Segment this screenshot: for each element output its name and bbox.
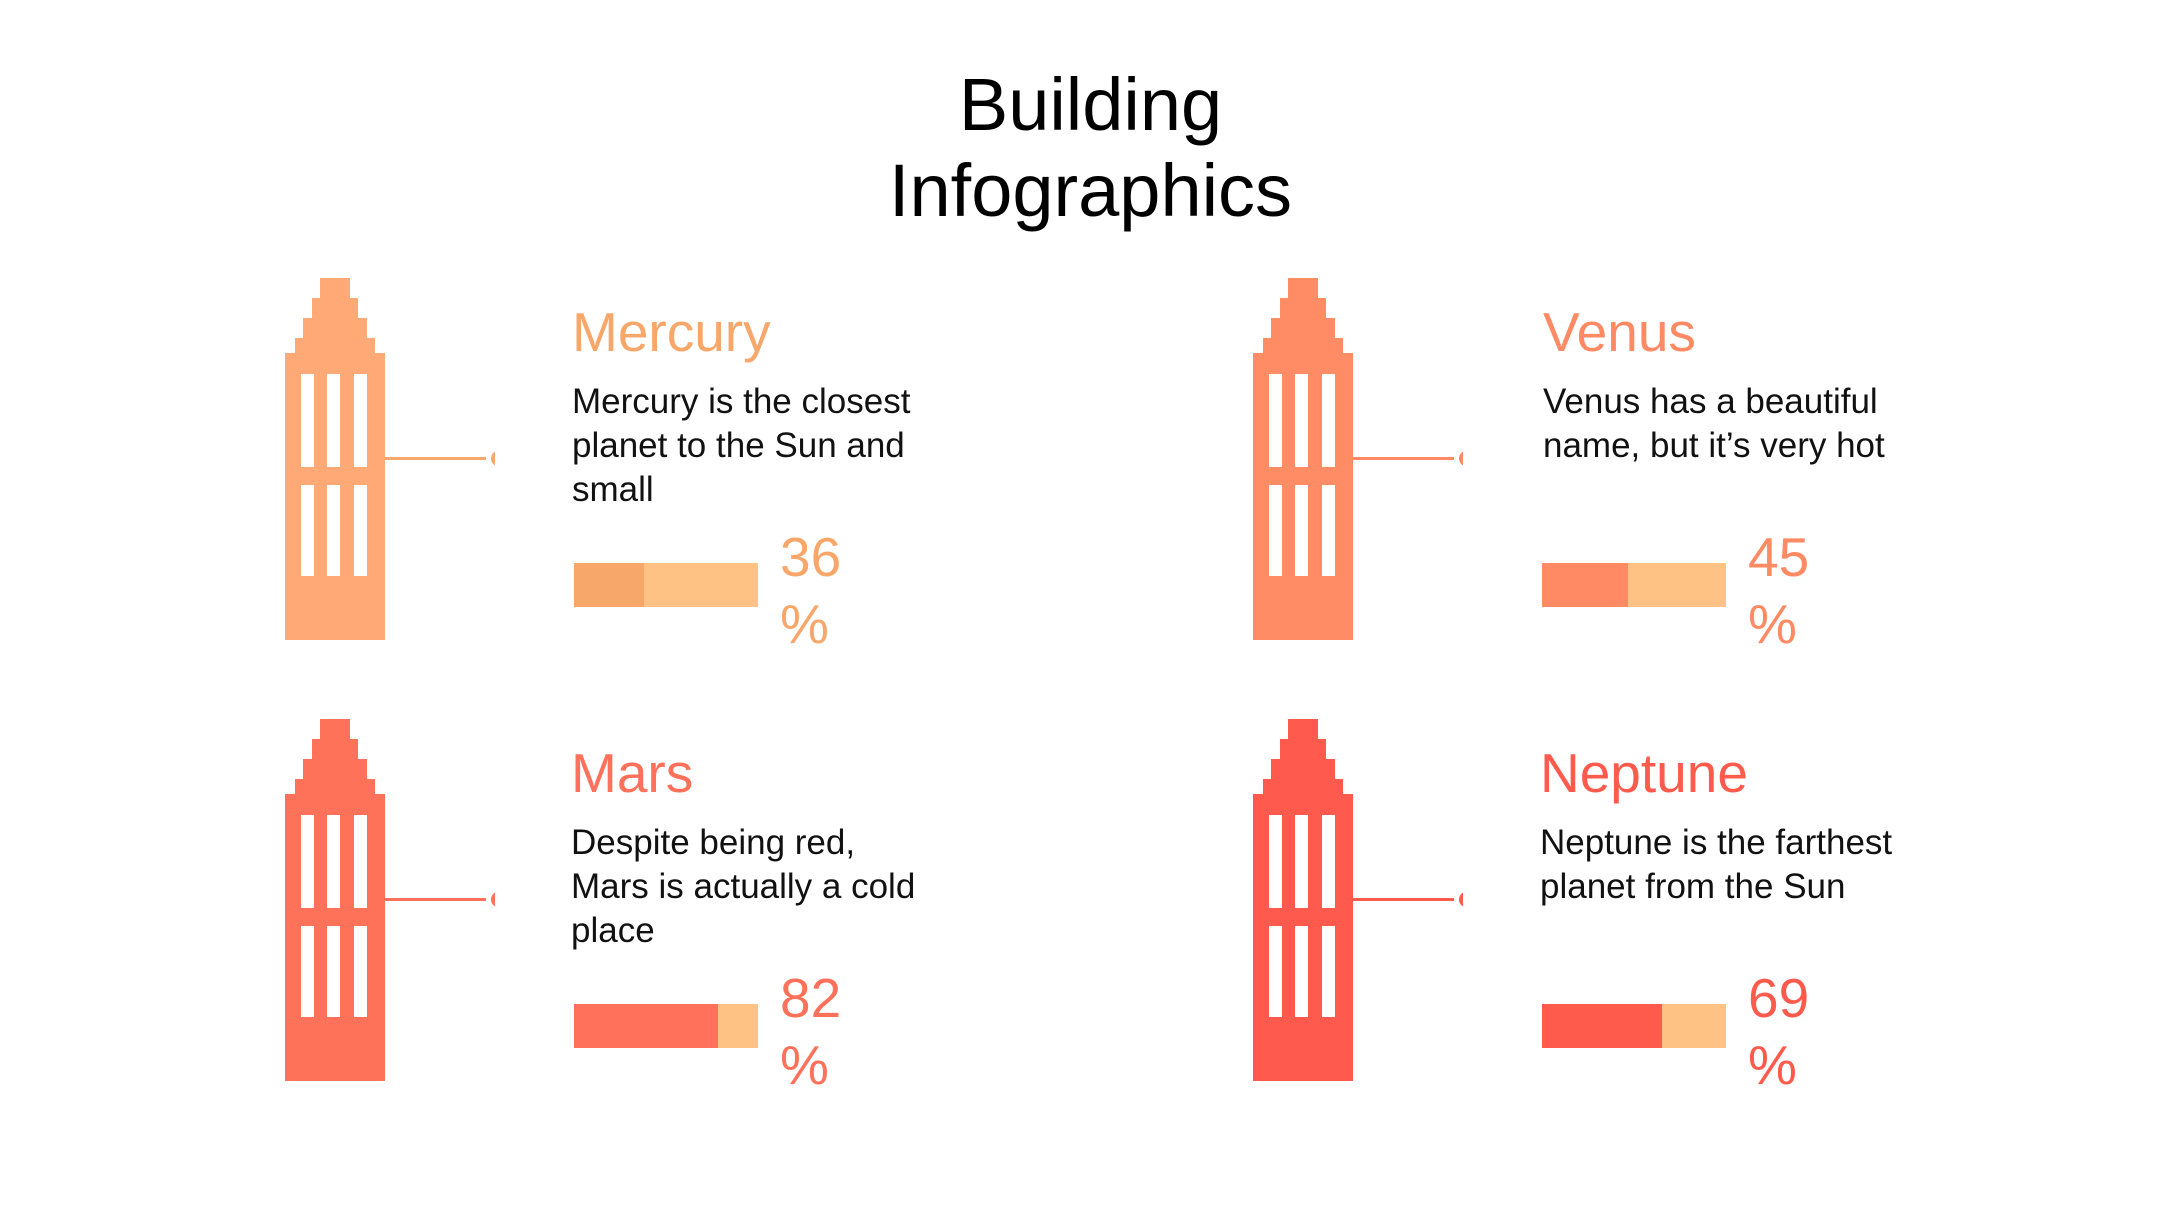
planet-description: Venus has a beautiful name, but it’s ver… [1543, 382, 1885, 465]
progress-bar-fill [574, 563, 644, 607]
building-icon [285, 278, 495, 640]
planet-name: Mercury [572, 301, 771, 363]
percent-sign: % [1748, 593, 1797, 655]
slide-title: Building Infographics [0, 62, 2160, 234]
building-icon [1253, 719, 1463, 1081]
planet-description: Despite being red, Mars is actually a co… [571, 823, 916, 950]
title-line-2: Infographics [888, 149, 1293, 232]
progress-bar-fill [1542, 1004, 1662, 1048]
progress-bar [1542, 563, 1726, 607]
percent-value: 36 [780, 526, 842, 588]
planet-name: Venus [1543, 301, 1696, 363]
planet-description: Neptune is the farthest planet from the … [1540, 823, 1893, 906]
building-icon [285, 719, 495, 1081]
card-venus: Venus Venus has a beautiful name, but it… [1253, 278, 2160, 655]
card-mars: Mars Despite being red, Mars is actually… [285, 719, 1285, 1096]
percent-sign: % [780, 1034, 829, 1096]
card-mercury: Mercury Mercury is the closest planet to… [285, 278, 1285, 655]
percent-label: 69 % [1748, 965, 1828, 1099]
planet-description: Mercury is the closest planet to the Sun… [572, 382, 911, 509]
percent-label: 45 % [1748, 524, 1828, 658]
card-neptune: Neptune Neptune is the farthest planet f… [1253, 719, 2160, 1096]
progress-bar [574, 563, 758, 607]
percent-sign: % [1748, 1034, 1797, 1096]
connector-dot [491, 451, 495, 466]
building-icon [1253, 278, 1463, 640]
percent-value: 45 [1748, 526, 1810, 588]
progress-bar [1542, 1004, 1726, 1048]
progress-bar-fill [574, 1004, 718, 1048]
planet-name: Mars [571, 742, 694, 804]
percent-sign: % [780, 593, 829, 655]
percent-label: 36 % [780, 524, 860, 658]
progress-bar [574, 1004, 758, 1048]
title-line-1: Building [958, 63, 1223, 146]
progress-bar-fill [1542, 563, 1629, 607]
planet-name: Neptune [1540, 742, 1748, 804]
percent-value: 69 [1748, 967, 1810, 1029]
percent-label: 82 % [780, 965, 860, 1099]
percent-value: 82 [780, 967, 842, 1029]
